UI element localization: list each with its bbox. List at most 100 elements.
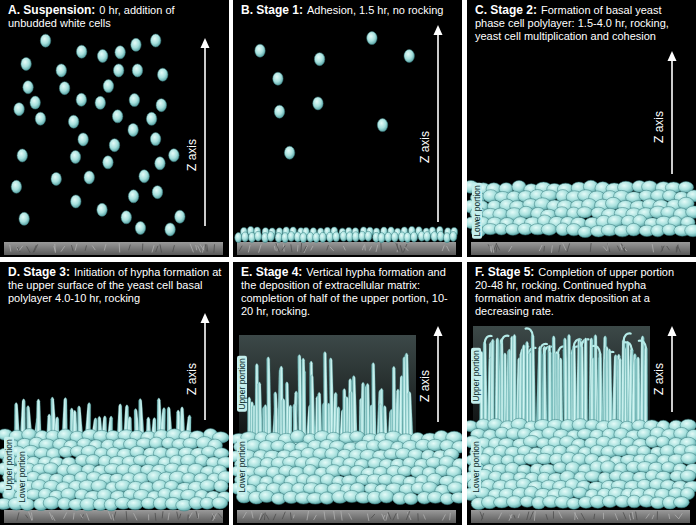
yeast-cell [165, 223, 175, 236]
stage-caption: C. Stage 2:Formation of basal yeast phas… [467, 0, 696, 43]
yeast-cell [379, 490, 394, 503]
yeast-cell [129, 94, 139, 107]
substrate [471, 510, 690, 523]
hypha [490, 339, 495, 432]
yeast-cells [233, 430, 462, 505]
hypha [531, 334, 536, 432]
yeast-cell [284, 146, 294, 159]
yeast-cell [51, 172, 61, 185]
substrate [237, 242, 456, 255]
yeast-cell [352, 232, 359, 242]
axis-label: Z axis [652, 111, 666, 143]
yeast-cell [385, 232, 392, 242]
yeast-cell [135, 222, 145, 235]
yeast-cell [146, 112, 156, 125]
yeast-cell [40, 34, 50, 47]
yeast-cell [76, 93, 86, 106]
yeast-cell [68, 115, 78, 128]
stage-heading: D. Stage 3: [8, 265, 70, 279]
portion-label: Lower portion [237, 439, 247, 495]
yeast-cell [109, 139, 119, 152]
yeast-cell [14, 103, 24, 116]
yeast-cell [103, 80, 113, 93]
yeast-cell [365, 231, 372, 241]
yeast-cell [423, 232, 430, 242]
yeast-cell [214, 480, 228, 492]
substrate [4, 510, 223, 523]
axis-label: Z axis [418, 370, 432, 402]
hypha [372, 363, 377, 444]
portion-label: Upper portion [471, 348, 481, 404]
yeast-cells [467, 418, 696, 509]
stage-description: Adhesion, 1.5 hr, no rocking [307, 4, 443, 16]
yeast-cell [313, 97, 323, 110]
yeast-cell [30, 96, 40, 109]
portion-label: Upper portion [4, 437, 14, 493]
hyphae [479, 328, 647, 432]
stage-heading: F. Stage 5: [475, 265, 534, 279]
stage-caption: E. Stage 4:Vertical hypha formation and … [233, 262, 462, 318]
yeast-cell [132, 64, 142, 77]
yeast-cell [273, 72, 283, 85]
yeast-cell [290, 430, 305, 443]
stage-caption: F. Stage 5:Completion of upper portion 2… [467, 262, 696, 318]
yeast-cell [112, 110, 122, 123]
z-axis-arrow [434, 25, 443, 222]
z-axis-arrow [201, 38, 210, 226]
stage-caption: B. Stage 1:Adhesion, 1.5 hr, no rocking [233, 0, 462, 17]
yeast-cell [314, 53, 324, 66]
yeast-cell [17, 149, 27, 162]
stage-heading: A. Suspension: [8, 3, 95, 17]
portion-label: Upper portion [237, 356, 247, 412]
yeast-cell [103, 156, 113, 169]
yeast-cell [681, 453, 696, 465]
z-axis-arrow [434, 326, 443, 422]
yeast-cell [19, 212, 29, 225]
hypha [537, 346, 542, 432]
yeast-cell [450, 231, 457, 241]
yeast-cell [680, 470, 696, 482]
yeast-cell [127, 499, 143, 510]
z-axis-arrow [201, 313, 210, 420]
biofilm-illustration [233, 0, 462, 257]
yeast-cell [115, 46, 125, 59]
axis-label: Z axis [418, 131, 432, 163]
yeast-cell [56, 64, 66, 77]
hypha [547, 345, 552, 432]
axis-label: Z axis [185, 139, 199, 171]
yeast-cell [274, 105, 284, 118]
yeast-cell [150, 133, 160, 146]
yeast-cell [313, 233, 320, 243]
hypha [501, 336, 508, 343]
yeast-cell [169, 149, 179, 162]
yeast-cells [467, 180, 696, 237]
portion-label: Lower portion [471, 439, 481, 495]
hypha [624, 333, 631, 340]
yeast-cell [158, 68, 168, 81]
yeast-cell [685, 224, 696, 236]
substrate [471, 242, 690, 255]
yeast-cell [541, 224, 557, 236]
yeast-cell [275, 233, 282, 243]
yeast-cell [21, 57, 31, 70]
hypha [625, 342, 632, 349]
yeast-cell [97, 50, 107, 63]
yeast-cell [35, 112, 45, 125]
yeast-cell [377, 119, 387, 132]
yeast-cells [0, 429, 229, 511]
stage-heading: E. Stage 4: [241, 265, 302, 279]
yeast-cell [437, 231, 444, 241]
axis-label: Z axis [652, 363, 666, 395]
yeast-cell [84, 171, 94, 184]
hypha [639, 341, 646, 348]
yeast-cell [155, 157, 165, 170]
yeast-cell [23, 81, 33, 94]
stage-panel: B. Stage 1:Adhesion, 1.5 hr, no rocking [233, 0, 462, 257]
yeast-cell [300, 233, 307, 243]
yeast-cell [139, 170, 149, 183]
hypha [548, 351, 553, 432]
yeast-cell [404, 50, 414, 63]
axis-label: Z axis [185, 363, 199, 395]
yeast-cell [577, 207, 593, 218]
stage-heading: C. Stage 2: [475, 3, 537, 17]
